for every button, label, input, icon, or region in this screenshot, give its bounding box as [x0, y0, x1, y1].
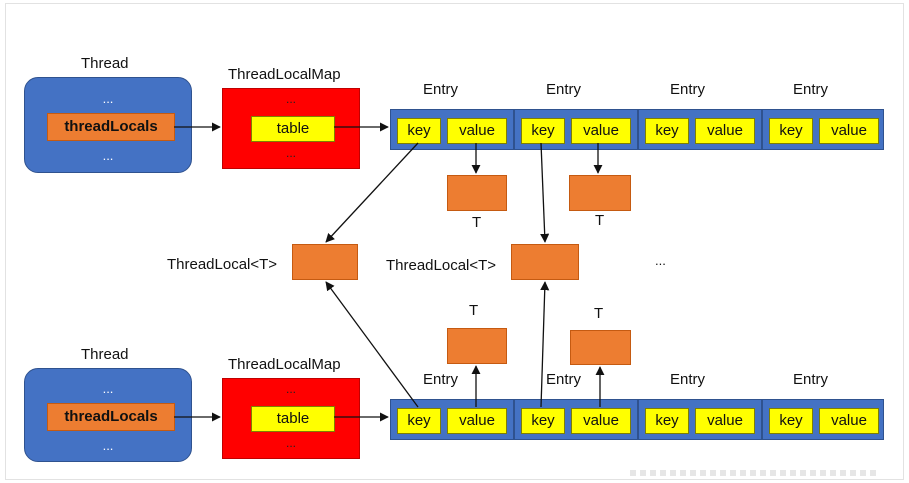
entry-cell: key value [639, 110, 763, 149]
map-dots-top: ... [285, 92, 296, 106]
thread-box: ... threadLocals ... [24, 368, 192, 462]
arrow-line [540, 142, 550, 243]
value-field: value [447, 118, 507, 144]
arrow-line [325, 142, 419, 243]
thread-dots-top: ... [102, 381, 114, 396]
map-dots-bottom: ... [285, 146, 296, 160]
entry-label: Entry [546, 371, 582, 388]
value-field: value [695, 408, 755, 434]
threadlocalmap-box: ... table ... [222, 378, 360, 459]
value-object-box [570, 330, 631, 365]
entry-cell: key value [763, 400, 885, 439]
table-field: table [251, 406, 335, 432]
value-field: value [695, 118, 755, 144]
threadlocalmap-label: ThreadLocalMap [228, 66, 341, 83]
entry-cell: key value [391, 110, 515, 149]
threadlocal-box [292, 244, 358, 280]
key-field: key [521, 408, 565, 434]
entry-label: Entry [793, 371, 829, 388]
thread-label: Thread [81, 55, 129, 72]
key-field: key [397, 408, 441, 434]
entry-label: Entry [546, 81, 582, 98]
entry-label: Entry [793, 81, 829, 98]
value-object-box [447, 175, 507, 211]
entry-cell: key value [391, 400, 515, 439]
key-field: key [645, 408, 689, 434]
value-field: value [447, 408, 507, 434]
threadlocal-label: ThreadLocal<T> [386, 257, 497, 274]
thread-box: ... threadLocals ... [24, 77, 192, 173]
entry-cell: key value [763, 110, 885, 149]
diagram-frame [5, 3, 904, 480]
value-field: value [571, 118, 631, 144]
thread-dots-top: ... [102, 91, 114, 106]
arrow-line [325, 281, 419, 408]
value-field: value [819, 408, 879, 434]
threadlocalmap-box: ... table ... [222, 88, 360, 169]
key-field: key [769, 408, 813, 434]
ellipsis-label: ... [655, 253, 666, 268]
entry-cell: key value [639, 400, 763, 439]
entry-label: Entry [423, 81, 459, 98]
entry-table-row: key value key value key value key value [390, 399, 884, 440]
entry-label: Entry [423, 371, 459, 388]
t-label: T [469, 302, 479, 319]
table-field: table [251, 116, 335, 142]
arrow-line [540, 281, 550, 408]
t-label: T [472, 214, 482, 231]
key-field: key [769, 118, 813, 144]
entry-cell: key value [515, 400, 639, 439]
watermark [630, 470, 880, 476]
threadlocal-label: ThreadLocal<T> [167, 256, 278, 273]
entry-label: Entry [670, 81, 706, 98]
value-object-box [569, 175, 631, 211]
entry-label: Entry [670, 371, 706, 388]
threadlocalmap-label: ThreadLocalMap [228, 356, 341, 373]
value-field: value [571, 408, 631, 434]
threadlocals-field: threadLocals [47, 403, 175, 431]
threadlocal-box [511, 244, 579, 280]
map-dots-bottom: ... [285, 436, 296, 450]
entry-table-row: key value key value key value key value [390, 109, 884, 150]
key-field: key [521, 118, 565, 144]
thread-dots-bottom: ... [102, 148, 114, 163]
key-field: key [397, 118, 441, 144]
map-dots-top: ... [285, 382, 296, 396]
t-label: T [594, 305, 604, 322]
t-label: T [595, 212, 605, 229]
entry-cell: key value [515, 110, 639, 149]
key-field: key [645, 118, 689, 144]
thread-label: Thread [81, 346, 129, 363]
value-object-box [447, 328, 507, 364]
value-field: value [819, 118, 879, 144]
thread-dots-bottom: ... [102, 438, 114, 453]
